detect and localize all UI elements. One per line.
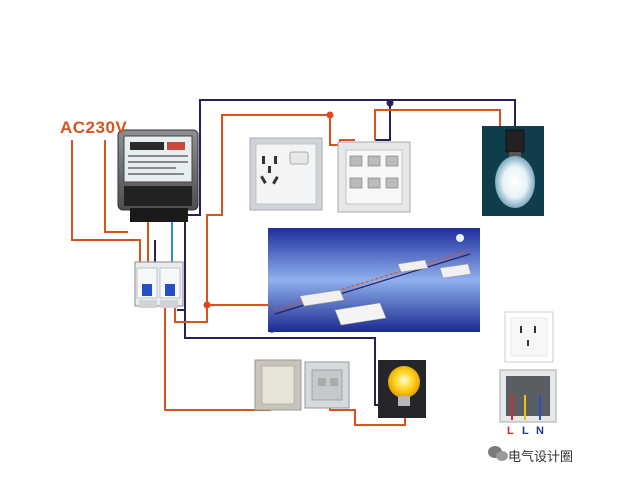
light-bulb-icon xyxy=(378,360,426,418)
room-wiring-scene xyxy=(268,228,480,332)
energy-meter-icon xyxy=(117,129,199,222)
live-terminal-label-2: L xyxy=(522,425,529,437)
socket-back-terminals-icon xyxy=(499,369,557,423)
circuit-breaker-icon xyxy=(134,261,184,308)
watermark-text: 电气设计圈 xyxy=(508,449,574,464)
supply-voltage-label: AC230V xyxy=(60,118,128,137)
switch-back-icon xyxy=(304,361,350,409)
neutral-terminal-label: N xyxy=(536,425,544,437)
live-terminal-label: L xyxy=(507,425,514,437)
wall-socket-front-icon xyxy=(249,137,323,211)
watermark: 电气设计圈 xyxy=(508,446,573,465)
light-switch-icon xyxy=(254,359,302,411)
wechat-icon xyxy=(488,446,508,461)
wall-socket-icon xyxy=(504,311,554,363)
socket-back-wiring-icon xyxy=(337,141,411,213)
ceiling-lamp-icon xyxy=(482,126,544,216)
